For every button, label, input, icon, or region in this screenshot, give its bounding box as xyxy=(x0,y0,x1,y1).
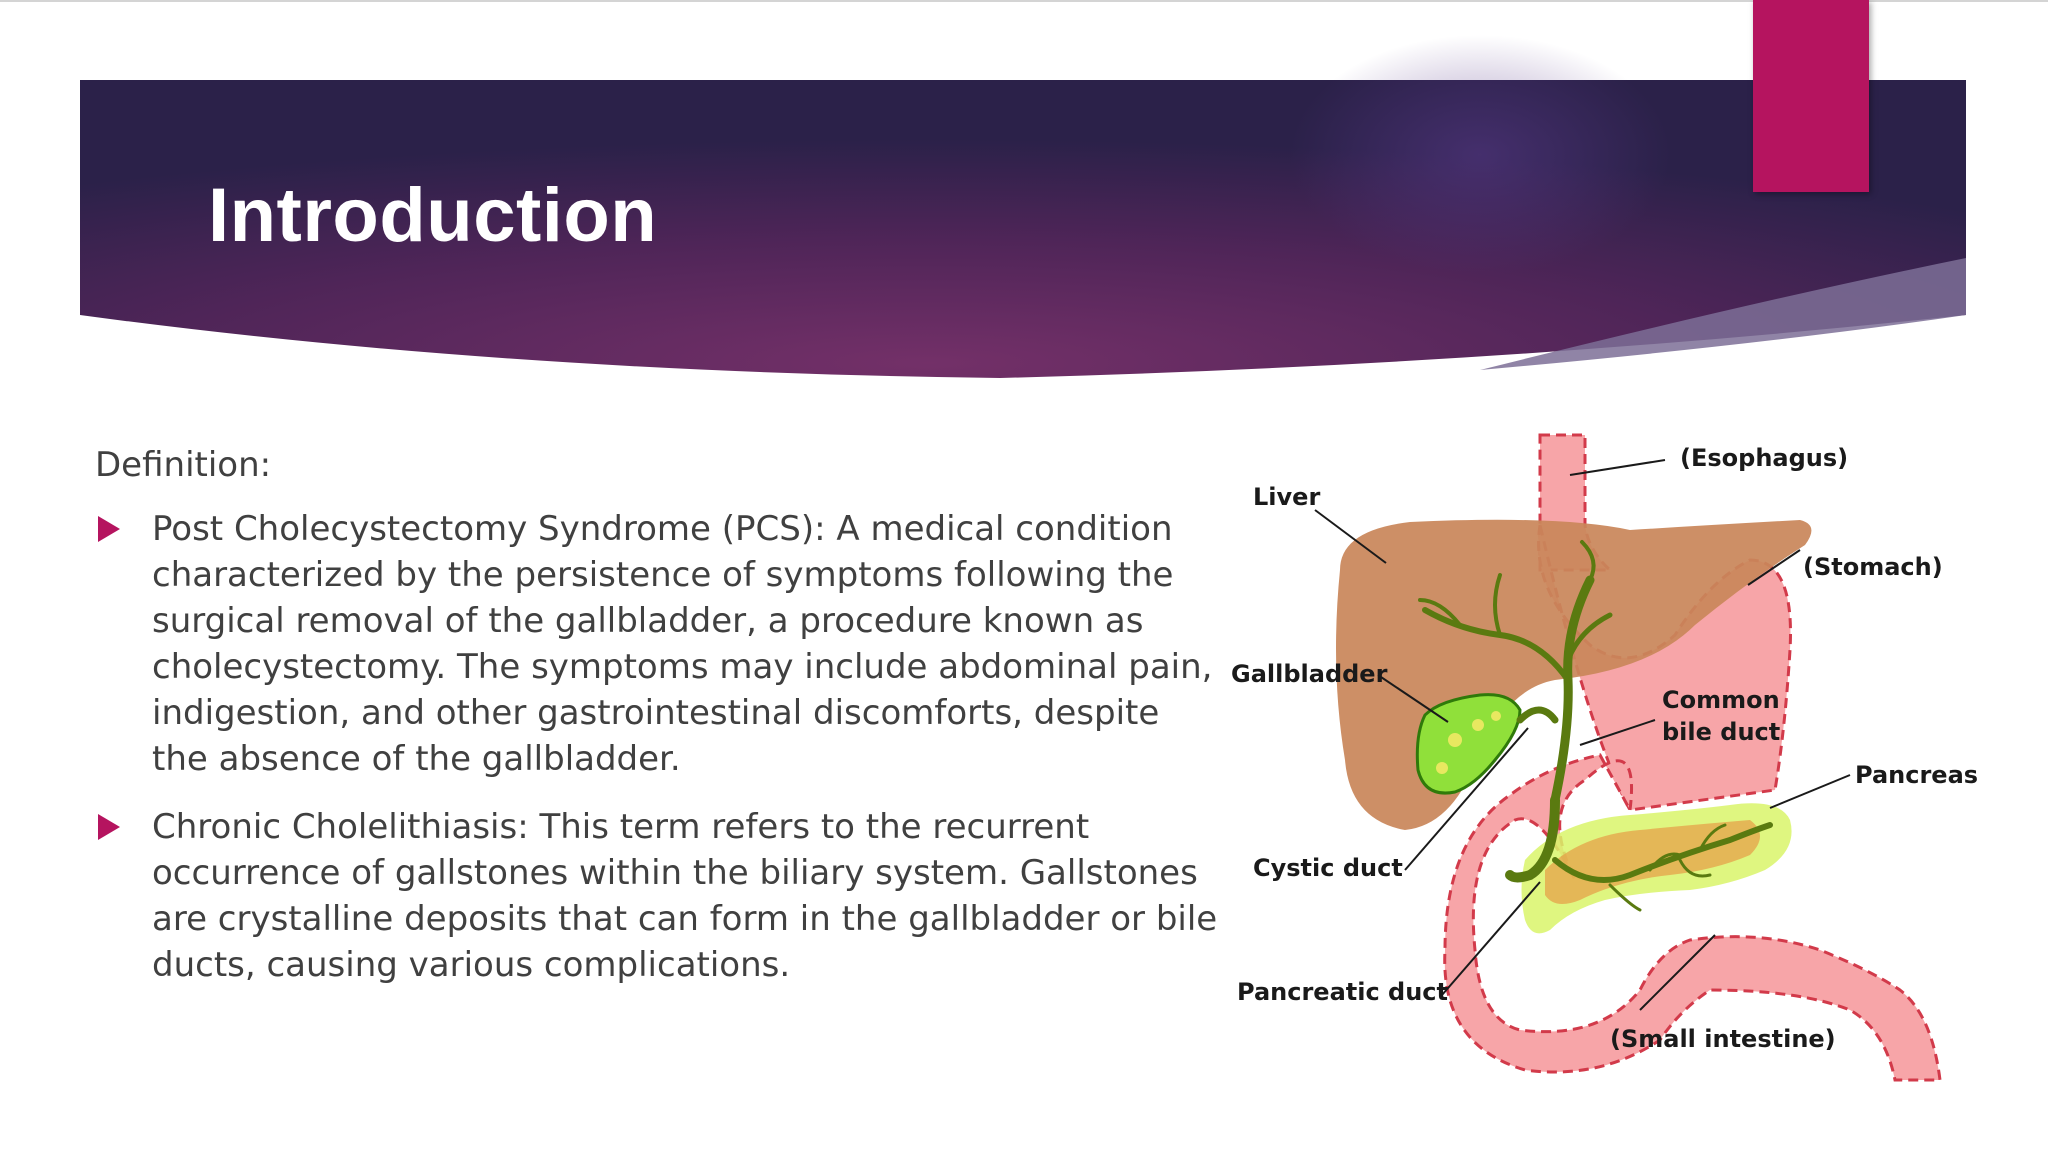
label-small-intestine: (Small intestine) xyxy=(1610,1025,1836,1053)
bullet-item-cholelithiasis: Chronic Cholelithiasis: This term refers… xyxy=(95,804,1225,988)
slide-title: Introduction xyxy=(208,173,658,258)
leader-lines xyxy=(1314,459,1851,1011)
gallbladder-shape xyxy=(1415,693,1522,795)
slide-body: Definition: Post Cholecystectomy Syndrom… xyxy=(95,442,1225,1010)
right-triangle-icon xyxy=(98,814,120,840)
label-common-bile-duct-line1: Common xyxy=(1662,686,1780,714)
label-cystic-duct: Cystic duct xyxy=(1253,854,1403,882)
bullet-text-pcs: Post Cholecystectomy Syndrome (PCS): A m… xyxy=(152,509,1213,779)
label-esophagus: (Esophagus) xyxy=(1680,444,1848,472)
label-pancreatic-duct: Pancreatic duct xyxy=(1237,978,1448,1006)
title-banner xyxy=(80,35,1966,378)
bullet-item-pcs: Post Cholecystectomy Syndrome (PCS): A m… xyxy=(95,506,1225,782)
right-triangle-icon xyxy=(98,516,120,542)
bullet-text-cholelithiasis: Chronic Cholelithiasis: This term refers… xyxy=(152,807,1218,985)
bile-ducts xyxy=(1418,540,1773,912)
label-gallbladder: Gallbladder xyxy=(1231,660,1388,688)
gallstone xyxy=(1436,762,1448,774)
gallstone xyxy=(1448,733,1462,747)
label-liver: Liver xyxy=(1253,483,1320,511)
gallstone xyxy=(1472,719,1484,731)
accent-tab xyxy=(1753,0,1869,192)
definition-heading: Definition: xyxy=(95,445,272,485)
gallstone xyxy=(1491,711,1501,721)
top-rule xyxy=(0,0,2048,2)
label-stomach: (Stomach) xyxy=(1803,553,1943,581)
label-common-bile-duct-line2: bile duct xyxy=(1662,718,1780,746)
small-intestine-shape xyxy=(1443,753,1942,1082)
biliary-anatomy-diagram: (Esophagus) Liver (Stomach) Gallbladder … xyxy=(1231,433,1978,1082)
label-pancreas: Pancreas xyxy=(1855,761,1978,789)
